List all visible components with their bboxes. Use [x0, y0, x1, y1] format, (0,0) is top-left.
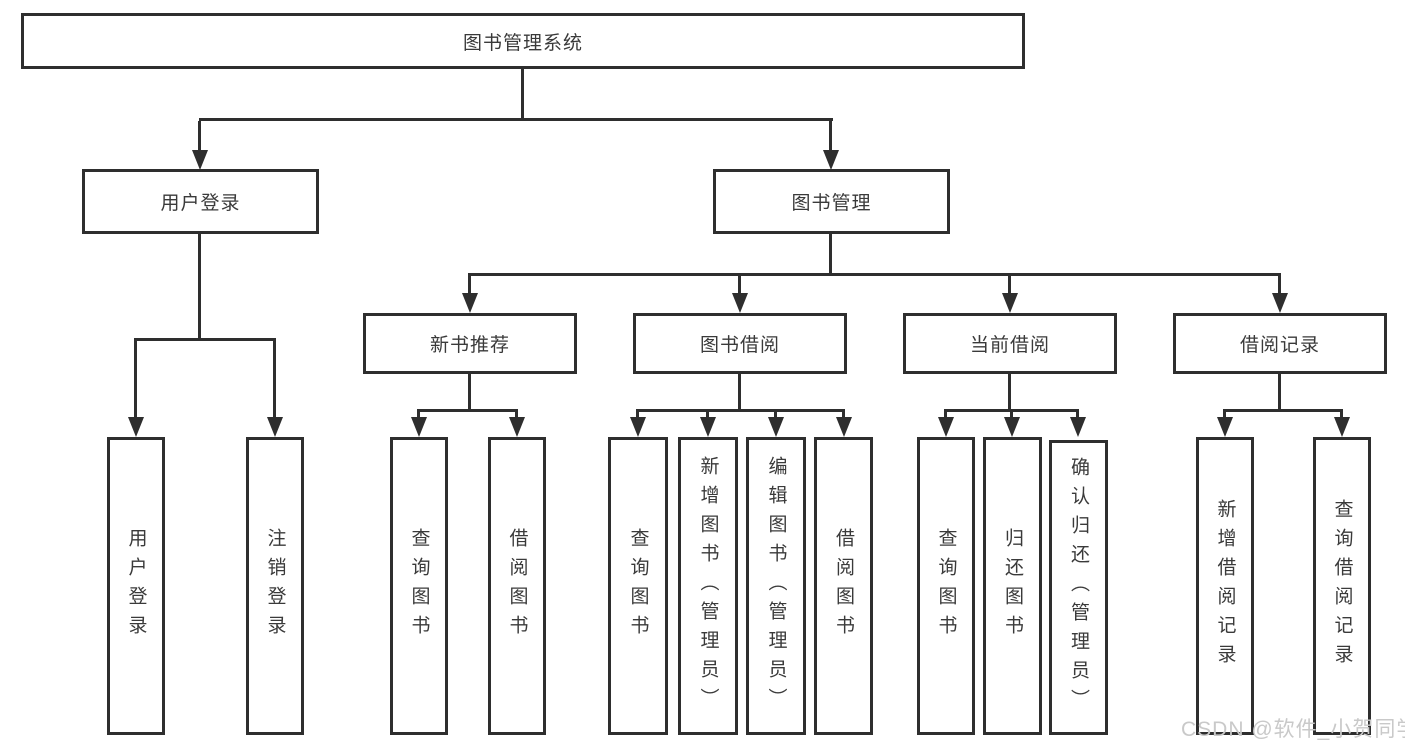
leaf-nbr-query-books: 查询图书: [390, 437, 448, 735]
connector-bb-rail: [638, 409, 844, 412]
node-borrowing-records: 借阅记录: [1173, 313, 1387, 374]
connector-to-bb-edit: [774, 409, 777, 421]
connector-br-rail: [1225, 409, 1342, 412]
connector-nbr-stem: [468, 374, 471, 409]
leaf-bb-query-books: 查询图书: [608, 437, 668, 735]
leaf-cb-query-books: 查询图书: [917, 437, 975, 735]
leaf-bb-borrow-books: 借阅图书: [814, 437, 873, 735]
leaf-cb-return-books-label: 归还图书: [1002, 528, 1023, 644]
arrowhead-down-icon: [630, 417, 646, 437]
leaf-user-login: 用户登录: [107, 437, 165, 735]
arrowhead-down-icon: [823, 150, 839, 170]
leaf-cb-query-books-label: 查询图书: [935, 528, 957, 644]
arrowhead-down-icon: [700, 417, 716, 437]
leaf-nbr-borrow-books: 借阅图书: [488, 437, 546, 735]
leaf-bb-query-books-label: 查询图书: [627, 528, 649, 644]
leaf-cb-confirm-return: 确认归还（管理员）: [1049, 440, 1108, 735]
arrowhead-down-icon: [1004, 417, 1020, 437]
connector-root-rail: [199, 118, 833, 121]
connector-to-new-book-rec: [468, 273, 471, 295]
arrowhead-down-icon: [462, 293, 478, 313]
node-user-login: 用户登录: [82, 169, 319, 234]
connector-book-mgmt-stem: [829, 234, 832, 273]
connector-user-login-stem: [198, 234, 201, 338]
arrowhead-down-icon: [1217, 417, 1233, 437]
connector-nbr-rail: [419, 409, 517, 412]
node-book-management-label: 图书管理: [791, 193, 872, 214]
connector-to-cb-return: [1010, 409, 1013, 421]
node-current-borrowing: 当前借阅: [903, 313, 1117, 374]
leaf-bb-edit-books-label: 编辑图书（管理员）: [765, 455, 787, 717]
arrowhead-down-icon: [768, 417, 784, 437]
node-new-book-recommend-label: 新书推荐: [429, 335, 510, 356]
arrowhead-down-icon: [1002, 293, 1018, 313]
leaf-cb-return-books: 归还图书: [983, 437, 1042, 735]
leaf-br-query-record: 查询借阅记录: [1313, 437, 1371, 735]
connector-user-login-rail: [134, 338, 276, 341]
node-book-borrowing-label: 图书借阅: [699, 335, 780, 356]
connector-book-mgmt-rail: [470, 273, 1281, 276]
connector-to-cb-confirm: [1076, 409, 1079, 421]
leaf-logout-label: 注销登录: [264, 528, 286, 644]
node-borrowing-records-label: 借阅记录: [1239, 335, 1320, 356]
leaf-logout: 注销登录: [246, 437, 304, 735]
leaf-nbr-borrow-books-label: 借阅图书: [506, 528, 528, 644]
arrowhead-down-icon: [1272, 293, 1288, 313]
node-current-borrowing-label: 当前借阅: [969, 335, 1050, 356]
node-system-label: 图书管理系统: [462, 32, 583, 54]
connector-to-nbr-query: [417, 409, 420, 421]
node-book-management: 图书管理: [713, 169, 950, 234]
node-new-book-recommend: 新书推荐: [363, 313, 577, 374]
connector-to-bb-query: [636, 409, 639, 421]
connector-to-book-mgmt: [829, 121, 832, 153]
connector-cb-stem: [1008, 374, 1011, 409]
arrowhead-down-icon: [411, 417, 427, 437]
arrowhead-down-icon: [509, 417, 525, 437]
connector-to-borrowing-records: [1278, 273, 1281, 295]
connector-to-br-add: [1223, 409, 1226, 421]
node-user-login-label: 用户登录: [160, 193, 241, 214]
connector-br-stem: [1278, 374, 1281, 409]
connector-to-bb-add: [706, 409, 709, 421]
connector-to-book-borrowing: [738, 273, 741, 295]
leaf-bb-add-books-label: 新增图书（管理员）: [697, 455, 719, 717]
leaf-br-add-record-label: 新增借阅记录: [1214, 499, 1236, 673]
leaf-br-add-record: 新增借阅记录: [1196, 437, 1254, 735]
arrowhead-down-icon: [938, 417, 954, 437]
connector-to-br-query: [1340, 409, 1343, 421]
leaf-bb-add-books: 新增图书（管理员）: [678, 437, 738, 735]
connector-to-user-login: [198, 121, 201, 153]
arrowhead-down-icon: [128, 417, 144, 437]
arrowhead-down-icon: [836, 417, 852, 437]
connector-to-login-leaf: [134, 338, 137, 419]
connector-root-stem: [521, 69, 524, 121]
leaf-bb-edit-books: 编辑图书（管理员）: [746, 437, 806, 735]
connector-to-current-borrowing: [1008, 273, 1011, 295]
leaf-nbr-query-books-label: 查询图书: [408, 528, 430, 644]
watermark: CSDN @软件_小贺同学: [1181, 718, 1405, 741]
connector-to-cb-query: [944, 409, 947, 421]
arrowhead-down-icon: [732, 293, 748, 313]
arrowhead-down-icon: [1334, 417, 1350, 437]
node-system: 图书管理系统: [21, 13, 1025, 69]
leaf-user-login-label: 用户登录: [125, 528, 147, 644]
connector-to-nbr-borrow: [515, 409, 518, 421]
arrowhead-down-icon: [267, 417, 283, 437]
leaf-br-query-record-label: 查询借阅记录: [1331, 499, 1353, 673]
leaf-bb-borrow-books-label: 借阅图书: [833, 528, 854, 644]
connector-to-logout-leaf: [273, 338, 276, 419]
node-book-borrowing: 图书借阅: [633, 313, 847, 374]
arrowhead-down-icon: [1070, 417, 1086, 437]
leaf-cb-confirm-return-label: 确认归还（管理员）: [1068, 457, 1089, 718]
arrowhead-down-icon: [192, 150, 208, 170]
connector-to-bb-borrow: [842, 409, 845, 421]
connector-bb-stem: [738, 374, 741, 409]
